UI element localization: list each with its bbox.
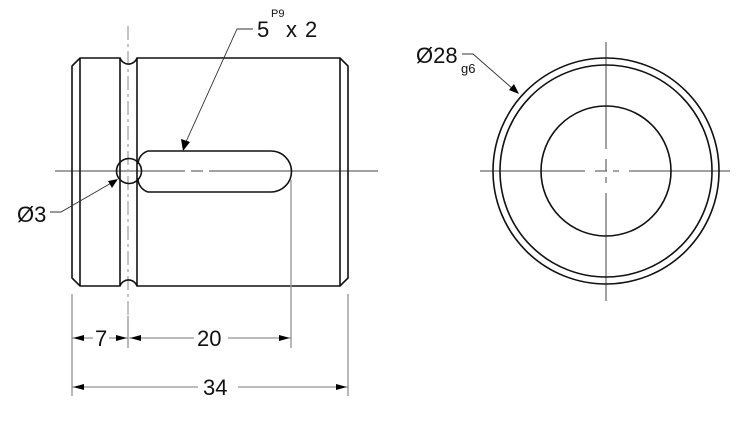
keyway-separator-text: x: [286, 17, 297, 42]
dim-34-arrow-right: [336, 384, 347, 390]
keyway-depth-text: 2: [305, 17, 317, 42]
cross-hole: [115, 157, 143, 185]
dim-34-text: 34: [203, 375, 227, 400]
outer-diameter-circle: [492, 57, 720, 285]
keyway-arrowhead: [181, 139, 190, 151]
dim-20-arrow-left: [130, 335, 141, 341]
hole-diameter-text: Ø3: [17, 202, 46, 227]
od-leader-line: [462, 53, 514, 90]
bore-circle: [540, 105, 672, 237]
dim-34-arrow-left: [73, 384, 84, 390]
chamfer-circle: [499, 64, 713, 278]
od-diameter-text: Ø28: [416, 43, 458, 68]
keyway-callout: 5 P9 x 2: [181, 8, 317, 151]
keyway-width-text: 5: [257, 17, 269, 42]
hole-arrowhead: [108, 179, 118, 188]
dim-20-arrow-right: [279, 335, 290, 341]
dimensions: 7 20 34: [71, 180, 349, 400]
shaft-body-outline: [71, 57, 349, 287]
dim-7-text: 7: [95, 326, 107, 351]
side-view: [55, 26, 378, 316]
hole-callout: Ø3: [17, 179, 118, 227]
od-tolerance-text: g6: [461, 61, 475, 76]
dim-7-arrow-right: [116, 335, 127, 341]
od-arrowhead: [509, 84, 519, 94]
end-view: [480, 42, 730, 301]
dim-7-arrow-left: [73, 335, 84, 341]
keyway-tolerance-text: P9: [271, 8, 284, 20]
keyway-leader-line: [184, 28, 253, 145]
outer-diameter-callout: Ø28 g6: [416, 43, 519, 94]
dim-20-text: 20: [197, 326, 221, 351]
hole-leader-line: [50, 181, 114, 213]
